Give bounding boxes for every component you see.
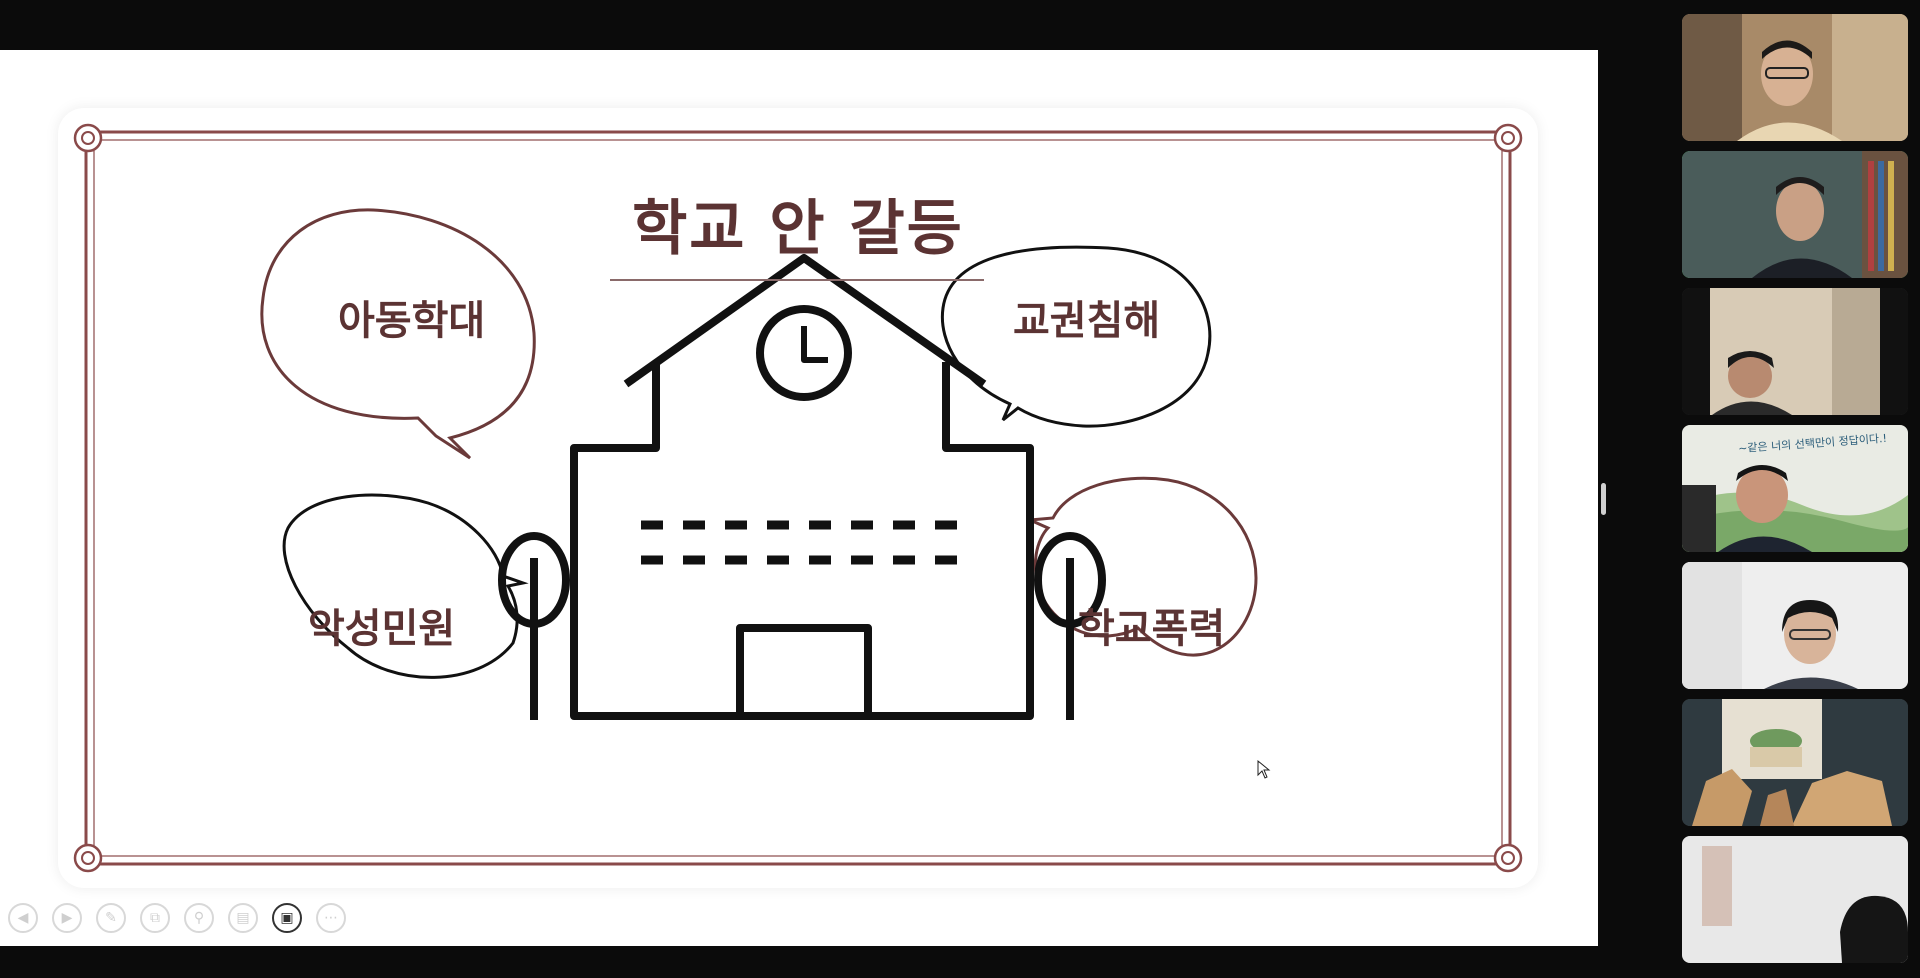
- participant-video-tile[interactable]: [1682, 836, 1908, 963]
- pen-icon[interactable]: ✎: [96, 903, 126, 933]
- participant-strip: ~같은 너의 선택만이 정답이다.!: [1682, 14, 1908, 973]
- mouse-cursor-icon: [1257, 759, 1271, 779]
- label-teacher-rights: 교권침해: [1013, 298, 1161, 344]
- presentation-toolbar: ◀ ▶ ✎ ⧉ ⚲ ▤ ▣ ⋯: [8, 903, 346, 933]
- tree-right-icon: [1034, 532, 1106, 720]
- tree-left-icon: [498, 532, 570, 720]
- zoom-icon[interactable]: ⚲: [184, 903, 214, 933]
- copy-icon[interactable]: ⧉: [140, 903, 170, 933]
- bubble-top-left: [260, 208, 536, 460]
- more-icon[interactable]: ⋯: [316, 903, 346, 933]
- arrow-left-icon[interactable]: ◀: [8, 903, 38, 933]
- school-building-icon: [570, 254, 1034, 720]
- participant-video-tile[interactable]: ~같은 너의 선택만이 정답이다.!: [1682, 425, 1908, 552]
- participant-video: [1682, 562, 1908, 689]
- slide-title: 학교 안 갈등: [632, 194, 964, 264]
- participant-video-tile[interactable]: [1682, 14, 1908, 141]
- bottom-bar: [0, 946, 1598, 978]
- title-underline: [610, 279, 984, 281]
- participant-video-tile[interactable]: [1682, 699, 1908, 826]
- participant-video: [1682, 288, 1908, 415]
- participant-video-tile[interactable]: [1682, 288, 1908, 415]
- label-malicious-complaints: 악성민원: [308, 606, 456, 652]
- participant-video-tile[interactable]: [1682, 562, 1908, 689]
- participant-video: [1682, 151, 1908, 278]
- top-bar: [0, 0, 1598, 50]
- presentation-slide: 학교 안 갈등 아동학대 교권침해 악성민원 학교폭력: [58, 108, 1538, 888]
- participant-video: [1682, 836, 1908, 963]
- panel-resize-handle[interactable]: [1601, 483, 1606, 515]
- label-school-violence: 학교폭력: [1078, 606, 1226, 652]
- arrow-right-icon[interactable]: ▶: [52, 903, 82, 933]
- participant-video-tile-active[interactable]: [1682, 151, 1908, 278]
- participant-video: [1682, 699, 1908, 826]
- label-child-abuse: 아동학대: [338, 298, 486, 344]
- camera-icon[interactable]: ▣: [272, 903, 302, 933]
- shared-screen: 학교 안 갈등 아동학대 교권침해 악성민원 학교폭력 ◀ ▶ ✎ ⧉ ⚲ ▤ …: [0, 50, 1598, 946]
- participant-video: [1682, 14, 1908, 141]
- subtitle-icon[interactable]: ▤: [228, 903, 258, 933]
- participant-video: [1682, 425, 1908, 552]
